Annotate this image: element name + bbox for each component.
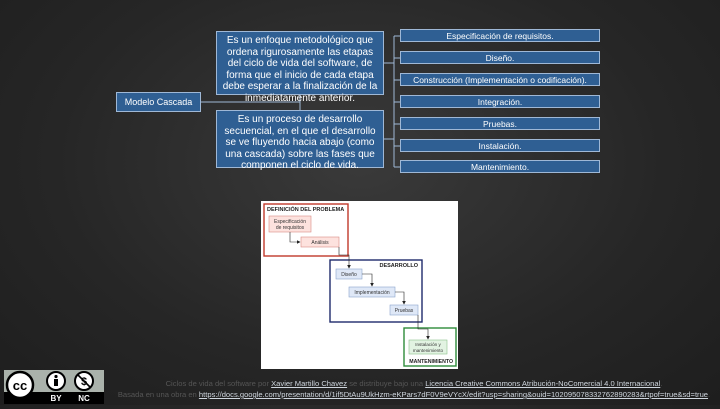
step-node-testing: Pruebas. <box>400 117 600 130</box>
analysis-box <box>300 236 340 248</box>
svg-text:cc: cc <box>13 378 27 393</box>
credit-line-2: Basada en una obra en https://docs.googl… <box>110 390 718 399</box>
install-box <box>408 339 448 355</box>
step-node-installation: Instalación. <box>400 139 600 152</box>
tests-box <box>389 304 419 316</box>
design-label: Diseño <box>341 272 357 278</box>
spec-label-2: de requisitos <box>276 225 305 231</box>
step-node-maintenance: Mantenimiento. <box>400 160 600 173</box>
group-maintenance <box>403 327 457 367</box>
badge-nc-label: NC <box>78 394 90 403</box>
group-definition <box>263 203 349 257</box>
step-node-integration: Integración. <box>400 95 600 108</box>
source-end: . <box>708 390 711 399</box>
source-prefix: Basada en una obra en <box>117 390 199 399</box>
source-url-link[interactable]: https://docs.google.com/presentation/d/1… <box>198 390 709 399</box>
credit-end: . <box>660 379 663 388</box>
waterfall-diagram: DEFINICIÓN DEL PROBLEMA Especificación d… <box>263 203 457 367</box>
implementation-label: Implementación <box>354 290 390 296</box>
credit-line-1: Ciclos de vida del software por Xavier M… <box>110 379 718 388</box>
description-node-2: Es un proceso de desarrollo secuencial, … <box>216 110 384 171</box>
license-link[interactable]: Licencia Creative Commons Atribución-NoC… <box>425 379 661 388</box>
group-definition-label: DEFINICIÓN DEL PROBLEMA <box>267 205 344 213</box>
install-label-1: Instalación y <box>415 342 441 347</box>
description-node-1: Es un enfoque metodológico que ordena ri… <box>216 31 384 104</box>
credit-prefix: Ciclos de vida del software por <box>165 379 272 388</box>
cc-license-badge[interactable]: cc $ BY NC <box>4 370 104 404</box>
badge-by-label: BY <box>50 394 62 403</box>
step-node-design: Diseño. <box>400 51 600 64</box>
step-node-construction: Construcción (Implementación o codificac… <box>400 73 600 86</box>
cc-icon <box>5 370 35 400</box>
step-node-requirements: Especificación de requisitos. <box>400 29 600 42</box>
group-development <box>329 259 423 323</box>
waterfall-figure: DEFINICIÓN DEL PROBLEMA Especificación d… <box>261 201 458 369</box>
tests-label: Pruebas <box>395 308 414 314</box>
group-maintenance-label: MANTENIMIENTO <box>409 359 453 365</box>
root-node: Modelo Cascada <box>116 92 201 112</box>
group-development-label: DESARROLLO <box>380 263 419 269</box>
install-label-2: mantenimiento <box>413 348 444 353</box>
analysis-label: Análisis <box>311 240 329 246</box>
credit-middle: se distribuye bajo una <box>347 379 426 388</box>
spec-label-1: Especificación <box>274 219 306 225</box>
author-link[interactable]: Xavier Martillo Chavez <box>271 379 348 388</box>
